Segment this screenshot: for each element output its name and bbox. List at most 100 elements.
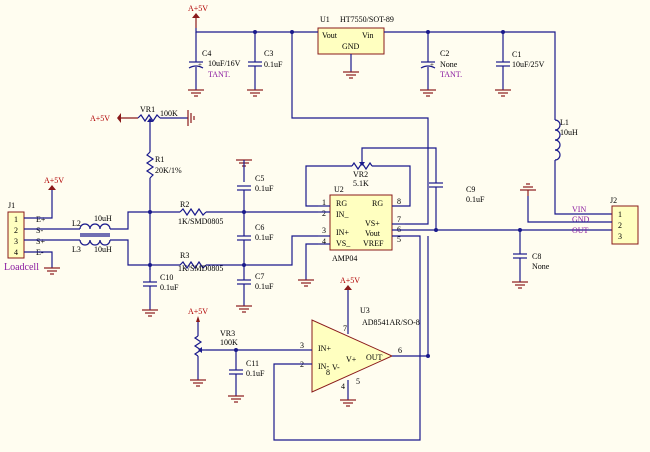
svg-text:2: 2 [618,221,622,230]
svg-text:OUT: OUT [366,353,383,362]
svg-text:RG: RG [372,199,383,208]
j1-connector[interactable]: J1 1 2 3 4 Loadcell E+ S- S+ E- [4,201,46,273]
r1-resistor[interactable]: R1 20K/1% [145,151,182,179]
c2-capacitor[interactable]: C2 + None TANT. [420,32,462,97]
svg-text:VREF: VREF [363,239,384,248]
svg-text:6: 6 [398,346,402,355]
svg-text:1: 1 [322,198,326,207]
svg-text:1: 1 [618,210,622,219]
wire-5v-rail [195,28,318,33]
svg-text:IN_: IN_ [336,210,349,219]
u1-regulator[interactable]: U1 HT7550/SOT-89 Vout Vin GND [317,15,394,55]
u1-gnd: GND [342,42,360,51]
svg-text:8: 8 [326,368,330,377]
svg-text:3: 3 [14,237,18,246]
svg-text:R1: R1 [155,155,164,164]
svg-text:VIN: VIN [572,205,586,214]
c10-capacitor[interactable]: C10 0.1uF [142,265,179,317]
svg-text:10uH: 10uH [560,128,578,137]
l1-inductor[interactable]: L1 10uH [554,118,612,215]
svg-text:L1: L1 [560,118,569,127]
svg-text:20K/1%: 20K/1% [155,166,182,175]
svg-text:C7: C7 [255,272,264,281]
svg-text:C9: C9 [466,185,475,194]
svg-text:0.1uF: 0.1uF [255,282,274,291]
a5v-power-vr1: A+5V [90,113,138,123]
svg-text:2: 2 [14,226,18,235]
svg-text:3: 3 [618,232,622,241]
svg-text:0.1uF: 0.1uF [160,283,179,292]
vr2-potentiometer[interactable]: VR2 5.1K [351,147,437,188]
svg-text:VS+: VS+ [365,219,380,228]
svg-text:4: 4 [341,382,345,391]
svg-text:+: + [430,61,434,69]
j2-connector[interactable]: J2 1 2 3 VIN GND OUT [572,196,639,245]
svg-text:VR2: VR2 [353,170,368,179]
svg-text:TANT.: TANT. [440,70,462,79]
svg-text:C3: C3 [264,49,273,58]
svg-text:A+5V: A+5V [90,114,110,123]
svg-text:C10: C10 [160,273,173,282]
svg-text:7: 7 [343,324,347,333]
u2-instrumentation-amp[interactable]: U2 AMP04 RG IN_ IN+ VS_ RG VS+ Vout VREF… [322,185,401,263]
svg-text:0.1uF: 0.1uF [246,369,265,378]
svg-text:TANT.: TANT. [208,70,230,79]
svg-text:GND: GND [572,215,590,224]
svg-text:C4: C4 [202,49,211,58]
svg-text:0.1uF: 0.1uF [466,195,485,204]
svg-text:J1: J1 [8,201,15,210]
u1-vin: Vin [362,31,374,40]
svg-text:VR3: VR3 [220,329,235,338]
svg-text:C8: C8 [532,252,541,261]
u1-part: HT7550/SOT-89 [340,15,394,24]
svg-text:5.1K: 5.1K [353,179,369,188]
svg-text:V+: V+ [346,355,357,364]
vr1-potentiometer[interactable]: VR1 100K [137,105,195,126]
vr3-potentiometer[interactable]: A+5V VR3 100K [188,307,238,387]
c8-capacitor[interactable]: C8 None [512,230,550,289]
svg-text:10uH: 10uH [94,245,112,254]
svg-text:R2: R2 [180,200,189,209]
svg-text:0.1uF: 0.1uF [255,233,274,242]
svg-text:IN+: IN+ [336,228,349,237]
svg-text:None: None [440,60,458,69]
c9-capacitor[interactable]: C9 0.1uF [429,182,485,230]
u3-opamp[interactable]: U3 AD8541AR/SO-8 IN+ IN- OUT V- V+ 3 2 6… [300,306,420,393]
l2-inductor[interactable]: L2 10uH [72,214,112,230]
svg-text:IN+: IN+ [318,344,331,353]
c3-capacitor[interactable]: C3 0.1uF [247,32,283,97]
wire-vs-plus [291,32,429,225]
svg-text:7: 7 [397,215,401,224]
r3-resistor[interactable]: R3 1K/SMD0805 [178,251,223,273]
svg-text:8: 8 [397,197,401,206]
svg-text:S+: S+ [36,237,45,246]
svg-text:100K: 100K [160,109,178,118]
svg-text:V-: V- [332,363,340,372]
u1-vout: Vout [322,31,338,40]
svg-text:0.1uF: 0.1uF [255,184,274,193]
c11-capacitor[interactable]: C11 0.1uF [228,350,265,403]
c7-capacitor[interactable]: C7 0.1uF [236,265,274,313]
svg-text:E+: E+ [36,215,46,224]
c4-capacitor[interactable]: C4 + 10uF/16V TANT. [188,32,241,97]
u1-ref: U1 [320,15,330,24]
r2-resistor[interactable]: R2 1K/SMD0805 [178,200,223,226]
wire-vref [273,235,421,441]
svg-text:J2: J2 [610,196,617,205]
svg-text:U2: U2 [334,185,344,194]
svg-text:C1: C1 [512,50,521,59]
svg-text:AD8541AR/SO-8: AD8541AR/SO-8 [362,318,420,327]
svg-text:L2: L2 [72,219,81,228]
svg-text:1K/SMD0805: 1K/SMD0805 [178,217,223,226]
svg-text:L3: L3 [72,245,81,254]
svg-text:Vout: Vout [365,229,381,238]
svg-text:S-: S- [36,226,43,235]
c6-capacitor[interactable]: C6 0.1uF [237,212,274,265]
l3-inductor[interactable]: L3 10uH [72,239,112,254]
a5v-power-top: A+5V [188,4,208,28]
svg-text:RG: RG [336,199,347,208]
svg-text:5: 5 [356,377,360,386]
c5-capacitor[interactable]: C5 0.1uF [236,159,274,212]
c1-capacitor[interactable]: C1 10uF/25V [495,32,545,97]
svg-text:IN-: IN- [318,362,329,371]
